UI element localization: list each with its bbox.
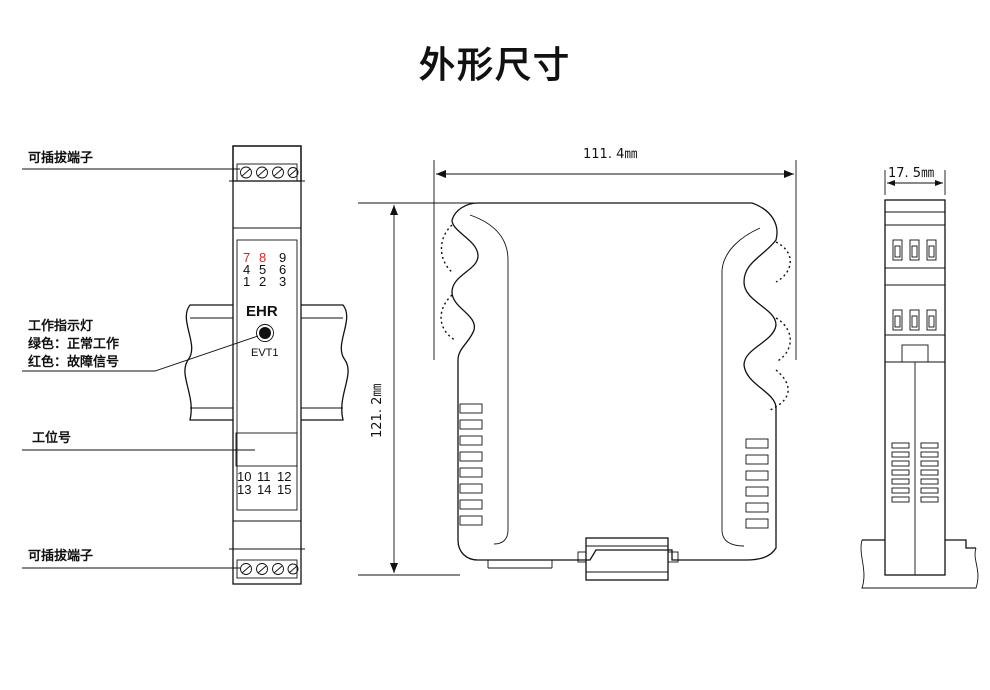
terminal-dotted-outline bbox=[440, 224, 791, 411]
din-rail bbox=[184, 304, 349, 421]
callouts: 可插拔端子 工作指示灯 绿色：正常工作 红色：故障信号 工位号 可插拔端子 bbox=[22, 150, 259, 569]
terminal-13: 13 bbox=[237, 482, 251, 497]
terminal-15: 15 bbox=[277, 482, 291, 497]
label-plug-terminal-top: 可插拔端子 bbox=[28, 150, 93, 166]
terminal-8: 8 bbox=[259, 250, 266, 265]
terminal-12: 12 bbox=[277, 469, 291, 484]
vent-slots-left bbox=[459, 403, 483, 526]
label-indicator-green: 绿色：正常工作 bbox=[28, 336, 119, 352]
terminal-11: 11 bbox=[257, 469, 271, 484]
front-view: 7 8 9 4 5 6 1 2 3 EHR EVT1 10 11 12 13 1… bbox=[184, 145, 349, 585]
brand-label: EHR bbox=[246, 303, 278, 320]
end-vent-slots bbox=[891, 442, 939, 503]
bottom-plug-terminal bbox=[236, 559, 299, 579]
terminal-5: 5 bbox=[259, 262, 266, 277]
terminal-6: 6 bbox=[279, 262, 286, 277]
dimension-depth: 17. 5㎜ bbox=[888, 166, 934, 181]
end-terminal-screws bbox=[892, 239, 937, 331]
label-plug-terminal-bottom: 可插拔端子 bbox=[28, 548, 93, 564]
terminal-4: 4 bbox=[243, 262, 250, 277]
side-view: 111. 4㎜ 121. 2㎜ bbox=[358, 142, 797, 581]
dimension-height: 121. 2㎜ bbox=[370, 384, 385, 438]
label-station-no: 工位号 bbox=[32, 430, 71, 446]
label-indicator-red: 红色：故障信号 bbox=[28, 354, 119, 370]
terminal-numbers-top: 7 8 9 4 5 6 1 2 3 bbox=[243, 250, 286, 289]
module-body bbox=[232, 145, 302, 585]
page-title: 外形尺寸 bbox=[418, 45, 571, 86]
terminal-3: 3 bbox=[279, 274, 286, 289]
terminal-numbers-bottom: 10 11 12 13 14 15 bbox=[237, 469, 291, 497]
led-label: EVT1 bbox=[251, 347, 279, 359]
terminal-2: 2 bbox=[259, 274, 266, 289]
end-view: 17. 5㎜ bbox=[860, 166, 979, 589]
top-plug-terminal bbox=[232, 145, 302, 182]
housing-outline bbox=[451, 202, 778, 561]
terminal-1: 1 bbox=[243, 274, 250, 289]
terminal-7: 7 bbox=[243, 250, 250, 265]
station-number-slot bbox=[235, 432, 298, 467]
terminal-10: 10 bbox=[237, 469, 251, 484]
terminal-9: 9 bbox=[279, 250, 286, 265]
din-clip bbox=[487, 537, 679, 581]
terminal-14: 14 bbox=[257, 482, 271, 497]
indicator-led bbox=[259, 327, 271, 339]
vent-slots-right bbox=[745, 438, 769, 529]
label-indicator-title: 工作指示灯 bbox=[28, 318, 93, 334]
dimension-width: 111. 4㎜ bbox=[583, 147, 637, 162]
